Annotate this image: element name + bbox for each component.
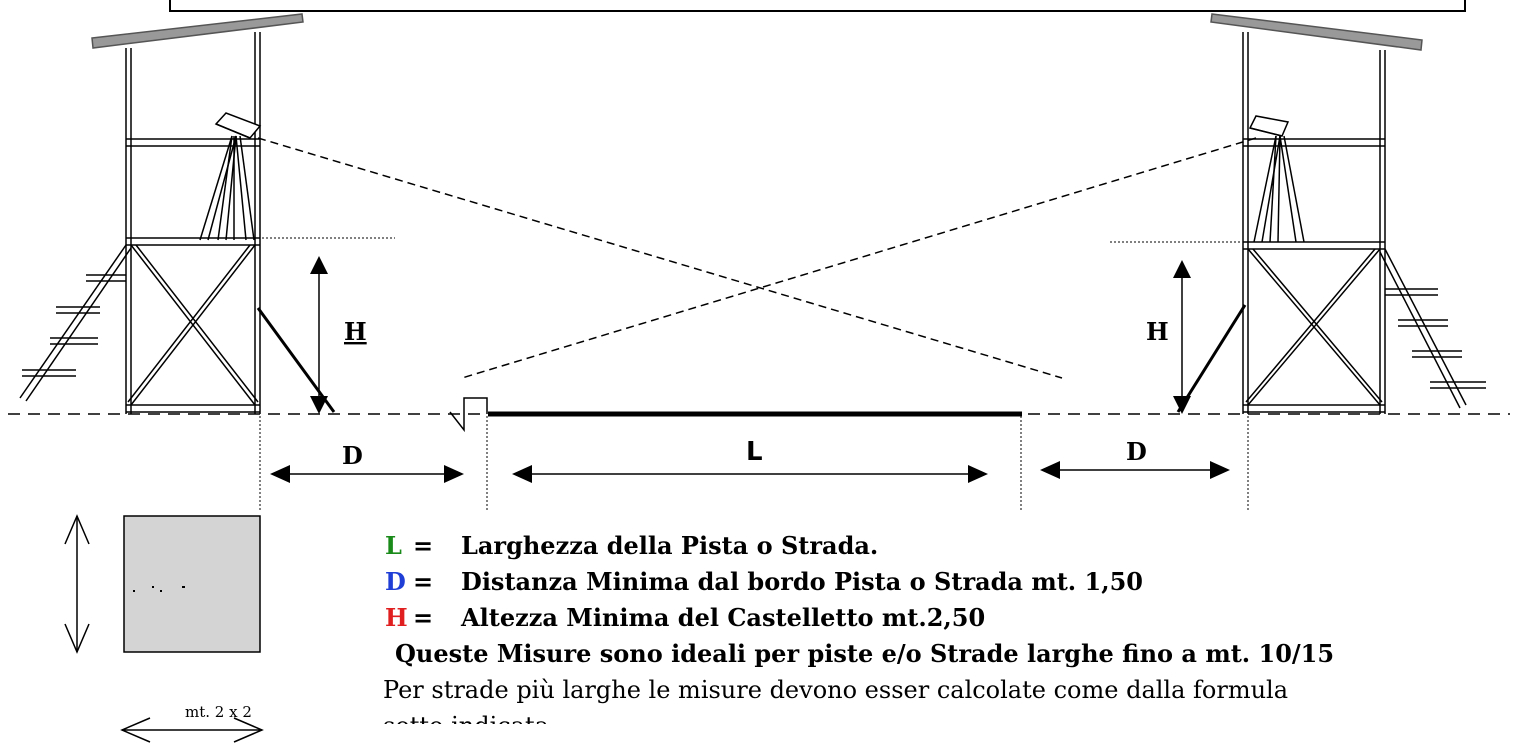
right-camera-icon (1248, 115, 1290, 137)
left-camera-icon (214, 112, 262, 139)
legend-text-l: Larghezza della Pista o Strada. (461, 531, 879, 560)
right-tower (1176, 13, 1486, 414)
legend: L = Larghezza della Pista o Strada. D= Dist… (383, 528, 1505, 724)
legend-key-l: L (385, 531, 402, 560)
h-arrow-left (310, 256, 328, 414)
left-tower (19, 13, 336, 414)
legend-row-l: L = Larghezza della Pista o Strada. (385, 528, 1505, 564)
curb (449, 397, 488, 433)
d-arrow-left (270, 465, 464, 483)
legend-row-d: D= Distanza Minima dal bordo Pista o Stra… (385, 564, 1505, 600)
left-roof (91, 13, 304, 49)
note-formula-below: sotto indicata (383, 708, 1505, 724)
legend-key-d: D (385, 567, 406, 596)
legend-key-h: H (385, 603, 408, 632)
h-label-left: H (344, 317, 367, 346)
l-arrow (512, 465, 988, 483)
right-roof (1210, 13, 1423, 51)
legend-equals: = (413, 603, 434, 632)
d-label-left: D (342, 441, 363, 470)
legend-equals: = (413, 567, 434, 596)
d-arrow-right (1040, 461, 1230, 479)
legend-text-d: Distanza Minima dal bordo Pista o Strada… (461, 567, 1143, 596)
legend-equals: = (413, 531, 434, 560)
l-label-center: L (746, 437, 763, 467)
note-wider-roads: Per strade più larghe le misure devono e… (383, 676, 1289, 704)
footprint-horizontal-arrow (120, 717, 264, 743)
note-ideal-measures: Queste Misure sono ideali per piste e/o … (395, 639, 1335, 668)
sight-lines (257, 137, 1257, 379)
h-arrow-right (1173, 260, 1191, 414)
footprint-label: mt. 2 x 2 (185, 703, 252, 721)
footprint-speckle (133, 586, 185, 592)
height-reference (262, 237, 1242, 243)
vertical-reference (259, 416, 1249, 512)
legend-text-h: Altezza Minima del Castelletto mt.2,50 (461, 603, 986, 632)
footprint-vertical-arrow (64, 514, 90, 654)
legend-row-h: H= Altezza Minima del Castelletto mt.2,50 (385, 600, 1505, 636)
h-label-right: H (1146, 317, 1169, 346)
d-label-right: D (1126, 437, 1147, 466)
footprint-square (123, 515, 261, 653)
top-frame (169, 0, 1466, 12)
